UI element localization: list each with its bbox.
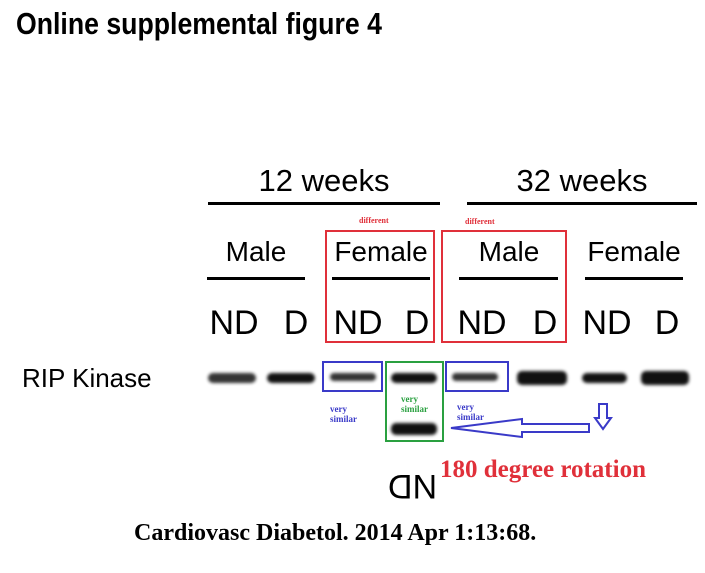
- sex-label: Female: [334, 236, 428, 267]
- figure-title: Online supplemental figure 4: [16, 6, 382, 41]
- lane-label: ND: [582, 304, 632, 342]
- blot-band-rotated: [391, 423, 437, 435]
- lane-label: D: [654, 304, 680, 342]
- sex-label: Female: [587, 236, 681, 267]
- group-32-weeks: 32 weeks: [516, 163, 648, 198]
- blot-band: [208, 373, 256, 383]
- blot-band: [641, 371, 689, 385]
- sex-label: Male: [225, 236, 287, 267]
- divider-line: [207, 277, 305, 280]
- divider-line: [459, 277, 558, 280]
- blot-band: [267, 373, 315, 383]
- rotated-nd-label: ND: [388, 467, 438, 505]
- rotation-annotation: 180 degree rotation: [440, 456, 646, 483]
- annotation-similar: very similar: [457, 402, 484, 422]
- down-arrow-icon: [593, 403, 613, 431]
- lane-label: D: [532, 304, 558, 342]
- blot-band: [330, 373, 376, 381]
- highlight-box-red: [441, 230, 567, 343]
- blot-band: [452, 373, 498, 381]
- annotation-different: different: [359, 216, 389, 225]
- citation: Cardiovasc Diabetol. 2014 Apr 1:13:68.: [134, 520, 537, 546]
- blot-band: [582, 373, 627, 383]
- group-12-weeks: 12 weeks: [258, 163, 390, 198]
- lane-label: ND: [457, 304, 507, 342]
- annotation-similar: very similar: [401, 394, 428, 414]
- row-label: RIP Kinase: [22, 363, 152, 393]
- divider-line: [467, 202, 697, 205]
- divider-line: [208, 202, 440, 205]
- blot-band: [391, 373, 437, 383]
- lane-label: ND: [333, 304, 383, 342]
- annotation-different: different: [465, 217, 495, 226]
- left-arrow-icon: [450, 417, 590, 439]
- lane-label: ND: [209, 304, 259, 342]
- highlight-box-blue: [322, 361, 383, 392]
- lane-label: D: [283, 304, 309, 342]
- blot-band: [517, 371, 567, 385]
- sex-label: Male: [478, 236, 540, 267]
- highlight-box-green: [385, 361, 444, 442]
- highlight-box-red: [325, 230, 435, 343]
- lane-label: D: [404, 304, 430, 342]
- annotation-similar: very similar: [330, 404, 357, 424]
- highlight-box-blue: [445, 361, 509, 392]
- divider-line: [332, 277, 430, 280]
- divider-line: [585, 277, 683, 280]
